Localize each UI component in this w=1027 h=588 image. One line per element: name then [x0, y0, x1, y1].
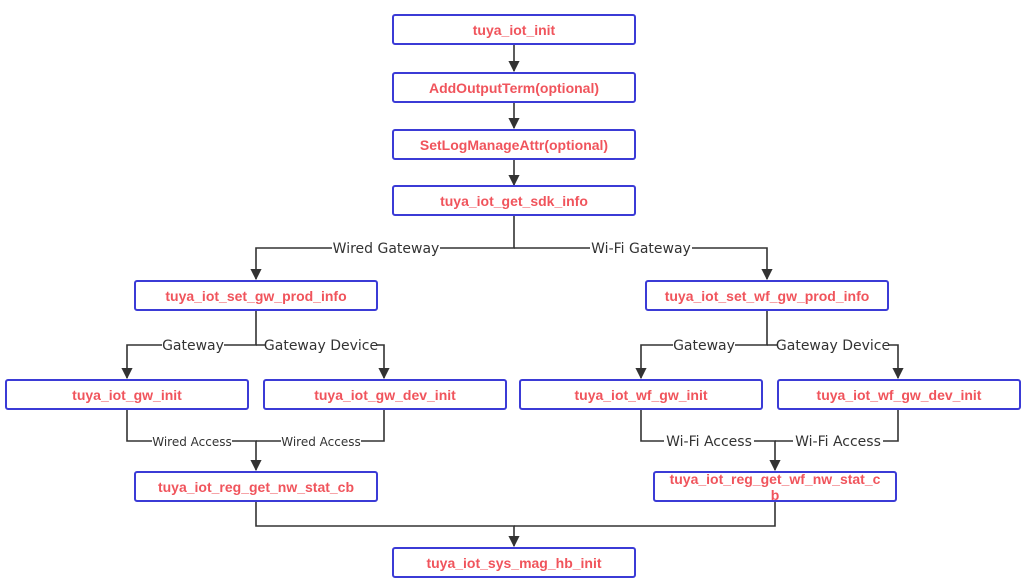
- node-label-line-1: tuya_iot_reg_get_wf_nw_stat_c: [670, 471, 881, 487]
- node-label: tuya_iot_wf_gw_dev_init: [817, 387, 982, 403]
- edge-label-wifi-access-2: Wi-Fi Access: [795, 434, 881, 450]
- edge-label-wired-gateway: Wired Gateway: [333, 241, 440, 257]
- node-gw-dev-init[interactable]: tuya_iot_gw_dev_init: [263, 379, 507, 410]
- node-get-sdk-info[interactable]: tuya_iot_get_sdk_info: [392, 185, 636, 216]
- node-label: tuya_iot_gw_dev_init: [314, 387, 456, 403]
- node-reg-get-nw-stat-cb[interactable]: tuya_iot_reg_get_nw_stat_cb: [134, 471, 378, 502]
- edge-label-wired-access-2: Wired Access: [281, 435, 361, 449]
- edge-label-right-gateway-device: Gateway Device: [776, 338, 890, 354]
- node-label: SetLogManageAttr(optional): [420, 137, 608, 153]
- node-set-gw-prod-info[interactable]: tuya_iot_set_gw_prod_info: [134, 280, 378, 311]
- node-label-line-2: b: [771, 487, 780, 503]
- node-label: tuya_iot_sys_mag_hb_init: [426, 555, 601, 571]
- node-label: AddOutputTerm(optional): [429, 80, 599, 96]
- edge-labels: Wired Gateway Wi-Fi Gateway Gateway Gate…: [152, 240, 890, 450]
- node-sys-mag-hb-init[interactable]: tuya_iot_sys_mag_hb_init: [392, 547, 636, 578]
- edge-label-wired-access-1: Wired Access: [152, 435, 232, 449]
- node-label: tuya_iot_get_sdk_info: [440, 193, 588, 209]
- edge-label-wifi-access-1: Wi-Fi Access: [666, 434, 752, 450]
- edge-reg-wf-nw-to-hb-init: [514, 502, 776, 527]
- node-label: tuya_iot_init: [473, 22, 556, 38]
- node-reg-get-wf-nw-stat-cb[interactable]: tuya_iot_reg_get_wf_nw_stat_c b: [653, 471, 897, 503]
- nodes: tuya_iot_init AddOutputTerm(optional) Se…: [5, 14, 1021, 578]
- node-label: tuya_iot_gw_init: [72, 387, 182, 403]
- node-label: tuya_iot_set_gw_prod_info: [165, 288, 346, 304]
- node-add-output-term[interactable]: AddOutputTerm(optional): [392, 72, 636, 103]
- edge-label-left-gateway-device: Gateway Device: [264, 338, 378, 354]
- edge-reg-nw-to-hb-init: [255, 502, 520, 548]
- node-wf-gw-dev-init[interactable]: tuya_iot_wf_gw_dev_init: [777, 379, 1021, 410]
- node-label: tuya_iot_set_wf_gw_prod_info: [665, 288, 870, 304]
- node-set-wf-gw-prod-info[interactable]: tuya_iot_set_wf_gw_prod_info: [645, 280, 889, 311]
- node-label: tuya_iot_wf_gw_init: [574, 387, 707, 403]
- edge-label-right-gateway: Gateway: [673, 338, 735, 354]
- node-set-log-manage-attr[interactable]: SetLogManageAttr(optional): [392, 129, 636, 160]
- node-label: tuya_iot_reg_get_nw_stat_cb: [158, 479, 354, 495]
- edge-label-wifi-gateway: Wi-Fi Gateway: [591, 241, 691, 257]
- node-wf-gw-init[interactable]: tuya_iot_wf_gw_init: [519, 379, 763, 410]
- node-tuya-iot-init[interactable]: tuya_iot_init: [392, 14, 636, 45]
- node-gw-init[interactable]: tuya_iot_gw_init: [5, 379, 249, 410]
- edge-label-left-gateway: Gateway: [162, 338, 224, 354]
